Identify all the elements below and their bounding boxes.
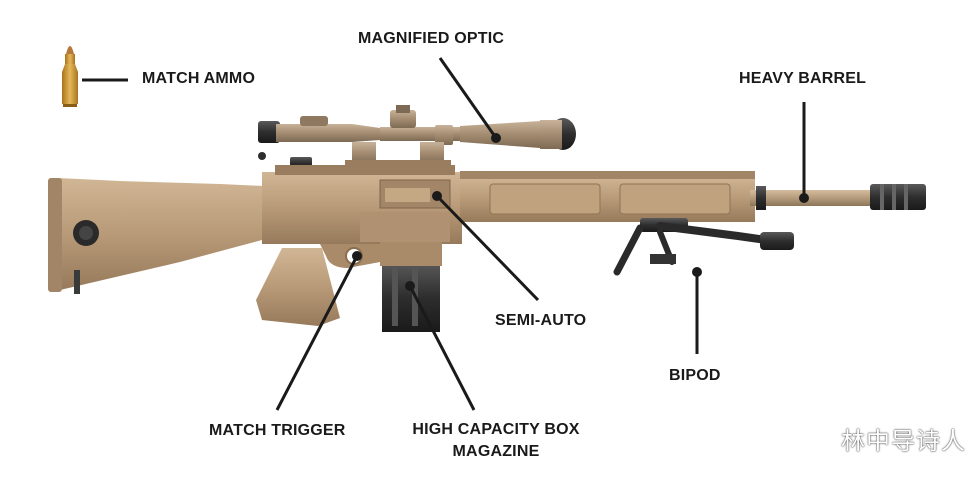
label-match-ammo: MATCH AMMO <box>142 70 256 87</box>
label-semi-auto: SEMI-AUTO <box>495 312 587 329</box>
leader-match-trigger <box>275 255 359 411</box>
rifle-receiver <box>262 165 462 244</box>
magnified-optic-scope <box>258 105 576 169</box>
leader-lines <box>82 57 806 411</box>
match-ammo-cartridge <box>62 46 78 107</box>
dot-magnified-optic <box>491 133 501 143</box>
dot-bipod <box>692 267 702 277</box>
rifle-buttstock <box>48 178 264 294</box>
leader-dots <box>352 133 809 291</box>
dot-semi-auto <box>432 191 442 201</box>
label-match-trigger: MATCH TRIGGER <box>209 422 346 439</box>
dot-heavy-barrel <box>799 193 809 203</box>
heavy-barrel <box>750 184 926 210</box>
label-heavy-barrel: HEAVY BARREL <box>739 70 867 87</box>
rifle-pistol-grip <box>256 244 380 326</box>
dot-match-trigger <box>352 251 362 261</box>
leader-magnified-optic <box>438 57 498 139</box>
label-magazine: HIGH CAPACITY BOX MAGAZINE <box>396 419 596 463</box>
bipod <box>613 218 794 276</box>
label-magazine-line1: HIGH CAPACITY BOX <box>412 421 580 438</box>
watermark-text: 林中导诗人 <box>841 427 966 455</box>
leader-magazine <box>408 285 476 411</box>
label-magazine-line2: MAGAZINE <box>452 443 540 460</box>
label-bipod: BIPOD <box>669 367 721 384</box>
label-magnified-optic: MAGNIFIED OPTIC <box>358 30 505 47</box>
rifle-handguard <box>460 171 755 222</box>
dot-magazine <box>405 281 415 291</box>
leader-semi-auto <box>435 194 540 302</box>
